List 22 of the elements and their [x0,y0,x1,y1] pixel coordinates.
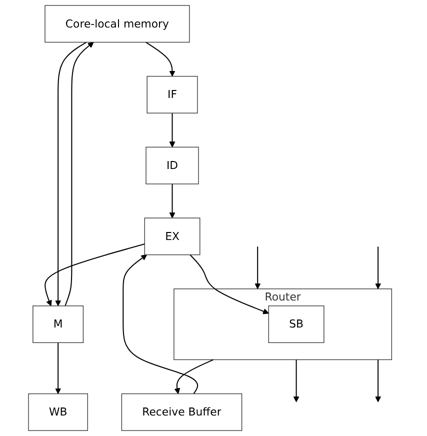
arrow [254,246,261,290]
arrow [44,244,145,306]
arrow [190,254,269,314]
node-box: EX [144,218,200,256]
arrow [375,360,382,402]
arrow [174,359,214,394]
arrow [169,113,176,148]
arrow [64,42,94,306]
node-box: ID [146,146,199,184]
arrow [146,42,176,77]
node-box: M [32,306,84,343]
arrow [55,342,62,394]
arrow [169,184,176,218]
arrow [55,42,87,306]
node-box: SB [268,306,324,343]
arrow [293,360,300,402]
node-box: IF [146,76,198,114]
node-box: Receive Buffer [121,393,242,431]
node-box: Core-local memory [44,5,190,43]
arrow [122,254,198,394]
arrow [375,246,382,290]
node-box: WB [28,393,88,431]
